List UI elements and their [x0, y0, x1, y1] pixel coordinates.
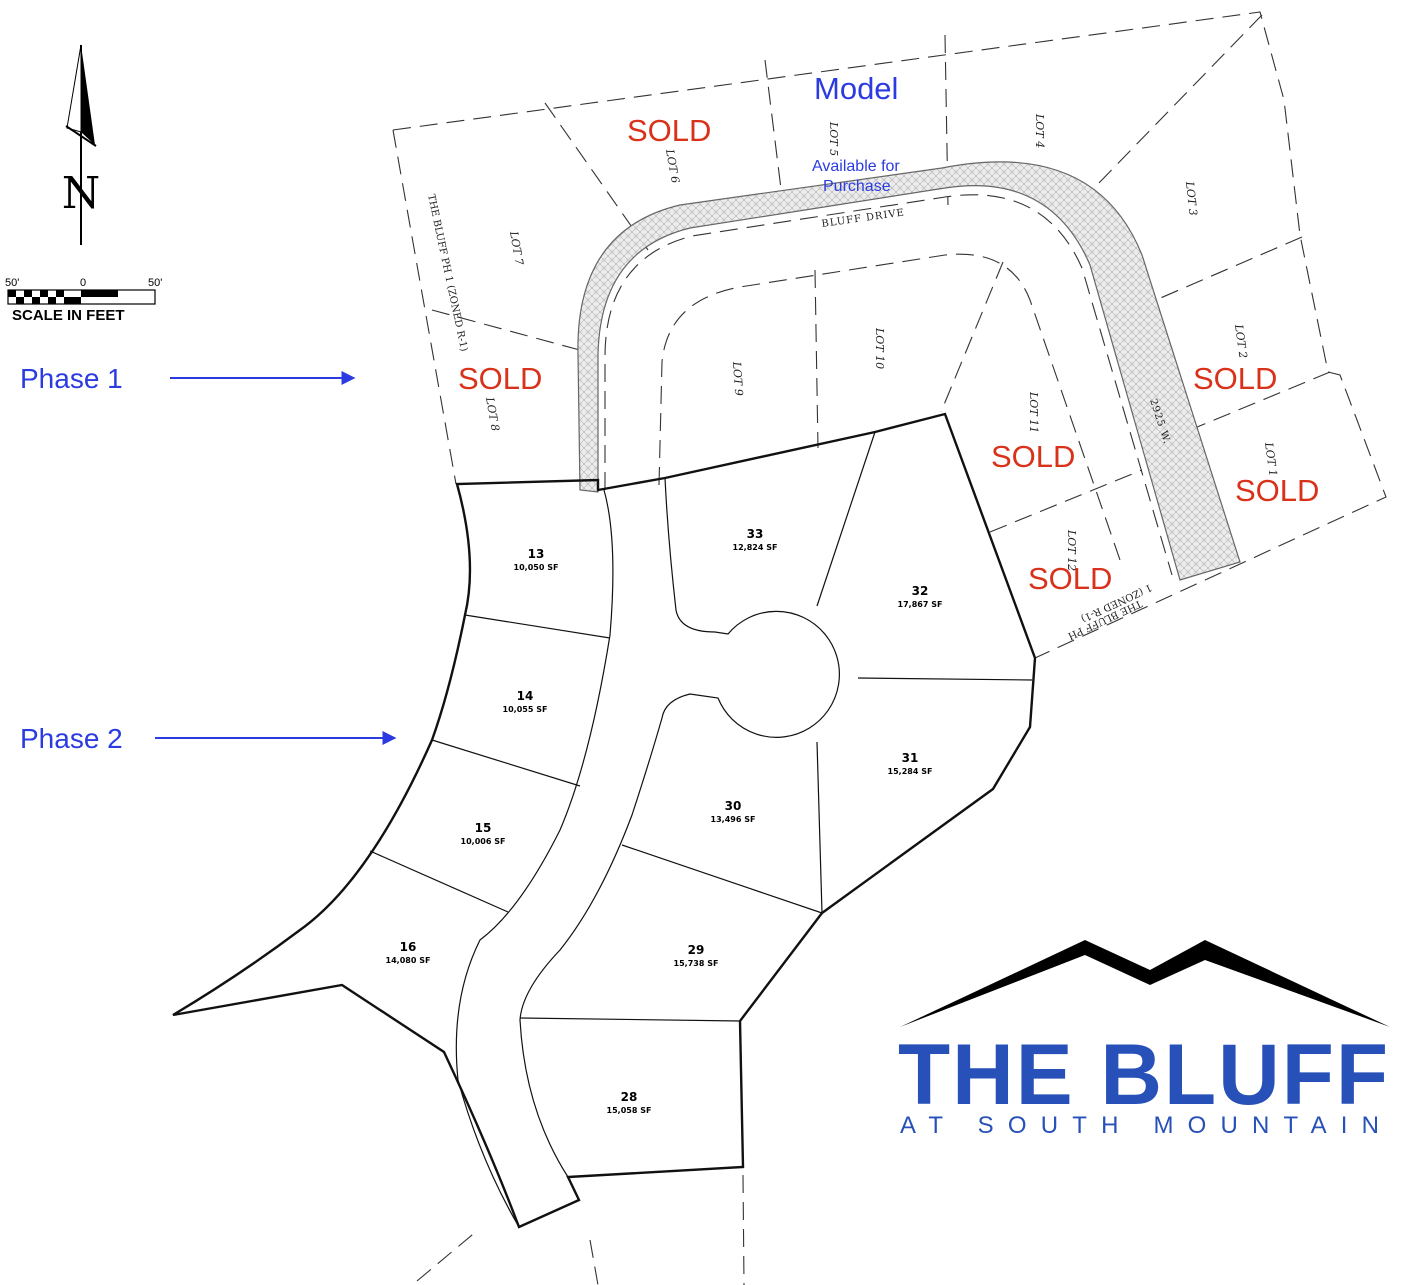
lot-33[interactable]: 33 12,824 SF [733, 527, 778, 552]
lot-13[interactable]: 13 10,050 SF [514, 547, 559, 572]
lot-31[interactable]: 31 15,284 SF [888, 751, 933, 776]
lot-2-label: LOT 2 [1232, 323, 1250, 360]
lot-16-number: 16 [400, 940, 417, 954]
lot-8-sold: SOLD [458, 361, 542, 396]
lot-5-available-2: Purchase [823, 178, 891, 195]
scale-right-label: 50' [148, 277, 162, 289]
lot-12-label: LOT 12 [1065, 529, 1078, 571]
logo-subtitle: AT SOUTH MOUNTAIN [900, 1112, 1390, 1139]
lot-13-number: 13 [528, 547, 545, 561]
lot-2-sold: SOLD [1193, 361, 1277, 396]
lot-33-area: 12,824 SF [733, 543, 778, 552]
lot-7-label: LOT 7 [507, 229, 526, 266]
lot-29[interactable]: 29 15,738 SF [674, 943, 719, 968]
lot-1-sold: SOLD [1235, 473, 1319, 508]
lot-10-label: LOT 10 [873, 327, 886, 369]
lot-29-area: 15,738 SF [674, 959, 719, 968]
north-arrow: N [62, 44, 101, 245]
lot-5-available-1: Available for [812, 158, 900, 175]
lot-29-number: 29 [688, 943, 705, 957]
lot-13-area: 10,050 SF [514, 563, 559, 572]
lot-6-label: LOT 6 [663, 147, 682, 184]
bluff-drive-road [577, 161, 1241, 581]
phase-2-boundaries [172, 412, 1037, 1229]
lot-14-number: 14 [517, 689, 534, 703]
lot-32-area: 17,867 SF [898, 600, 943, 609]
lot-14[interactable]: 14 10,055 SF [503, 689, 548, 714]
lot-5-label: LOT 5 [827, 121, 840, 156]
lot-30[interactable]: 30 13,496 SF [711, 799, 756, 824]
lot-15[interactable]: 15 10,006 SF [461, 821, 506, 846]
lot-16-area: 14,080 SF [386, 956, 431, 965]
lot-11-label: LOT 11 [1027, 391, 1040, 433]
mountain-logo-icon [900, 940, 1390, 1027]
lot-4-label: LOT 4 [1033, 113, 1046, 148]
lot-9-label: LOT 9 [730, 360, 745, 396]
north-label: N [62, 168, 101, 219]
scale-mid-label: 0 [80, 277, 86, 289]
phase-1-boundaries [392, 11, 1387, 1285]
lot-3-label: LOT 3 [1183, 180, 1200, 216]
lot-32-number: 32 [912, 584, 929, 598]
bluff-logo: THE BLUFF AT SOUTH MOUNTAIN [898, 940, 1390, 1139]
lot-5-model: Model [814, 71, 898, 106]
lot-28[interactable]: 28 15,058 SF [607, 1090, 652, 1115]
lot-12-sold: SOLD [1028, 561, 1112, 596]
lot-30-number: 30 [725, 799, 742, 813]
phase-2-label: Phase 2 [20, 723, 123, 754]
phase-1-label: Phase 1 [20, 363, 123, 394]
lot-31-area: 15,284 SF [888, 767, 933, 776]
bluff-drive-label: BLUFF DRIVE [821, 207, 906, 230]
lot-6-sold: SOLD [627, 113, 711, 148]
scale-caption: SCALE IN FEET [12, 307, 125, 324]
scale-bar: 50' 0 50' SCALE IN FEET [5, 277, 162, 324]
lot-30-area: 13,496 SF [711, 815, 756, 824]
lot-15-number: 15 [475, 821, 492, 835]
lot-16[interactable]: 16 14,080 SF [386, 940, 431, 965]
lot-28-area: 15,058 SF [607, 1106, 652, 1115]
scale-left-label: 50' [5, 277, 19, 289]
lot-32[interactable]: 32 17,867 SF [898, 584, 943, 609]
lot-33-number: 33 [747, 527, 764, 541]
lot-8-label: LOT 8 [483, 395, 502, 432]
logo-title: THE BLUFF [898, 1027, 1390, 1123]
subdivision-label-west: THE BLUFF PH 1 (ZONED R-1) [425, 193, 469, 352]
lot-31-number: 31 [902, 751, 919, 765]
lot-14-area: 10,055 SF [503, 705, 548, 714]
lot-11-sold: SOLD [991, 439, 1075, 474]
lot-15-area: 10,006 SF [461, 837, 506, 846]
lot-1-label: LOT 1 [1262, 441, 1280, 478]
lot-28-number: 28 [621, 1090, 638, 1104]
